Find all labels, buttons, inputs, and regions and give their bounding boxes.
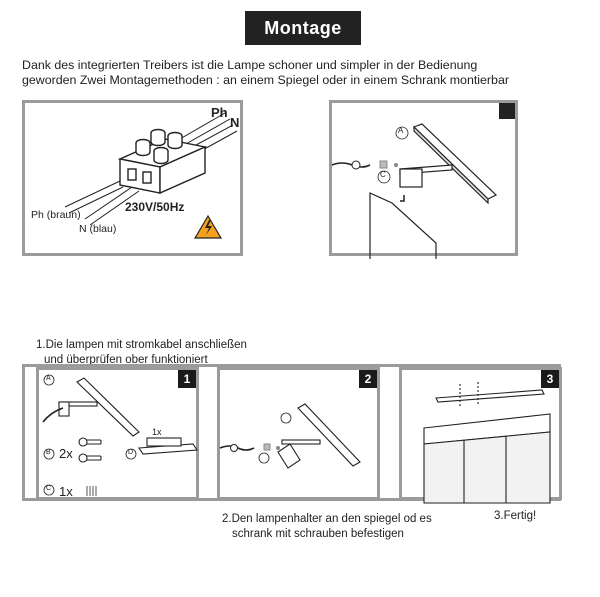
step2-caption-line2: schrank mit schrauben befestigen [232, 528, 404, 540]
cable-qty: 1x [59, 484, 73, 499]
intro-line-1: Dank des integrierten Treibers ist die L… [22, 58, 478, 72]
letter-a: A [398, 126, 404, 135]
intro-text: Dank des integrierten Treibers ist die L… [22, 58, 592, 88]
lamp-mount-illustration [331, 123, 498, 259]
step1-letter-b: B [46, 449, 51, 456]
ph-braun-label: Ph (braun) [31, 209, 81, 221]
corner-marker [499, 103, 515, 119]
step1-illustration [42, 374, 198, 496]
step3-caption: 3.Fertig! [494, 510, 537, 522]
step1-number: 1 [178, 370, 196, 388]
page-title: Montage [245, 11, 361, 45]
step2-illustration [219, 403, 361, 469]
step3-number: 3 [541, 370, 559, 388]
terminal-block-illustration [64, 112, 238, 239]
step1-letter-d: D [128, 449, 134, 456]
step1-panel: 1 [36, 367, 199, 500]
voltage-label: 230V/50Hz [125, 200, 185, 214]
step1-caption-line1: 1.Die lampen mit stromkabel anschließen [36, 339, 247, 351]
step1-letter-c: C [46, 485, 52, 492]
ph-top-label: Ph [211, 105, 228, 120]
bracket-qty: 1x [152, 427, 162, 437]
step1-caption: 1.Die lampen mit stromkabel anschließen … [36, 338, 247, 368]
step1-letter-a: A [46, 375, 51, 382]
step2-panel: 2 [217, 367, 380, 500]
mirror-mount-panel: A C [329, 100, 518, 259]
intro-line-2: geworden Zwei Montagemethoden : an einem… [22, 73, 509, 87]
step1-caption-line2: und überprüfen ober funktioniert [44, 354, 208, 366]
wiring-panel: Ph N Ph (braun) N (blau) 230V/50Hz [22, 100, 243, 256]
step2-number: 2 [359, 370, 377, 388]
step2-caption-line1: 2.Den lampenhalter an den spiegel od es [222, 513, 432, 525]
warning-icon [193, 214, 223, 239]
letter-c: C [380, 170, 386, 179]
n-top-label: N [230, 115, 240, 130]
screws-qty: 2x [59, 446, 73, 461]
step3-illustration [423, 382, 551, 504]
step3-panel: 3 [399, 367, 562, 504]
n-blau-label: N (blau) [79, 223, 117, 235]
step2-caption: 2.Den lampenhalter an den spiegel od es … [222, 512, 432, 542]
